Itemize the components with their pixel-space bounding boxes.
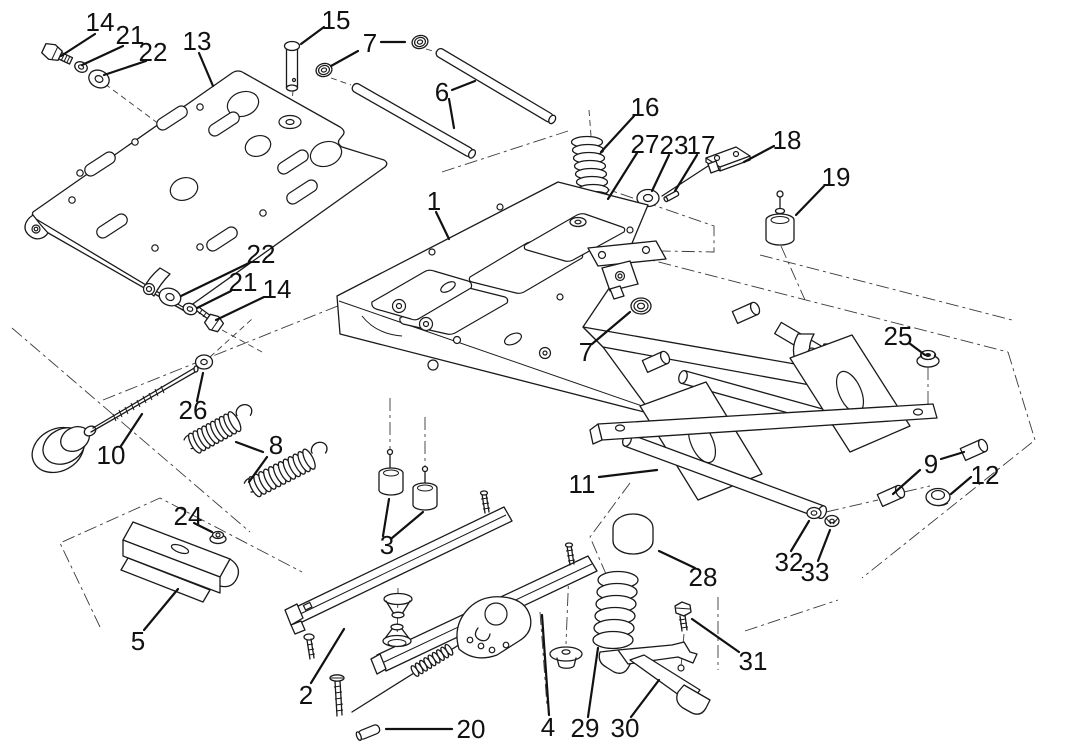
callout-31: 31 xyxy=(739,646,768,676)
callout-30: 30 xyxy=(611,713,640,743)
callout-14-b: 14 xyxy=(263,274,292,304)
callout-23: 23 xyxy=(660,130,689,160)
part-5-slide xyxy=(120,521,240,603)
callout-10: 10 xyxy=(97,440,126,470)
part-32-washer xyxy=(806,506,822,520)
part-20-pin xyxy=(355,724,381,742)
part-2-rail xyxy=(284,506,513,660)
callout-7-a: 7 xyxy=(363,28,377,58)
callout-18: 18 xyxy=(773,125,802,155)
part-24-nut xyxy=(209,530,227,545)
part-6-rods xyxy=(351,47,557,159)
part-33-nut xyxy=(824,514,840,528)
callout-labels: 14 21 22 13 15 7 6 16 27 23 17 18 19 1 2… xyxy=(86,5,1000,744)
bolt-group-top xyxy=(41,43,110,89)
callout-33: 33 xyxy=(801,557,830,587)
leader-lines xyxy=(59,25,973,731)
part-26-washer xyxy=(194,354,214,370)
callout-20: 20 xyxy=(457,714,486,744)
part-19-bumper xyxy=(765,190,795,246)
callout-14-a: 14 xyxy=(86,7,115,37)
callout-17: 17 xyxy=(687,130,716,160)
callout-16: 16 xyxy=(631,92,660,122)
callout-21-b: 21 xyxy=(229,267,258,297)
part-7-nut xyxy=(630,297,652,315)
part-10-knob xyxy=(31,365,199,474)
callout-24: 24 xyxy=(174,501,203,531)
part-11-frame xyxy=(589,321,938,520)
part-31-bolt xyxy=(674,601,692,632)
part-29-spring xyxy=(592,570,639,650)
flat-head-screw xyxy=(329,674,345,717)
part-30-lever xyxy=(598,641,711,715)
part-8-springs xyxy=(183,404,328,498)
callout-28: 28 xyxy=(689,562,718,592)
part-9-bushings xyxy=(641,301,989,508)
callout-15: 15 xyxy=(322,5,351,35)
part-3-bumpers xyxy=(378,448,438,511)
part-15-pin xyxy=(283,40,301,92)
part-12-grommet xyxy=(925,487,951,507)
callout-7-b: 7 xyxy=(579,337,593,367)
part-18-bracket xyxy=(661,146,751,197)
callout-1: 1 xyxy=(427,186,441,216)
callout-4: 4 xyxy=(541,712,555,742)
callout-5: 5 xyxy=(131,626,145,656)
callout-9: 9 xyxy=(924,449,938,479)
callout-12: 12 xyxy=(971,460,1000,490)
part-7-push-nuts xyxy=(315,34,429,78)
part-1-seat-pan xyxy=(336,181,819,415)
callout-8: 8 xyxy=(269,430,283,460)
callout-22-b: 22 xyxy=(247,239,276,269)
callout-27: 27 xyxy=(631,129,660,159)
part-13-seat-plate xyxy=(24,70,388,314)
part-4-lower-rail xyxy=(351,490,598,713)
callout-32: 32 xyxy=(775,547,804,577)
part-17-pin xyxy=(663,190,680,203)
part-25-flange-nut xyxy=(916,349,940,368)
callout-11: 11 xyxy=(569,469,596,499)
callout-21-a: 21 xyxy=(116,20,145,50)
callout-29: 29 xyxy=(571,713,600,743)
callout-25: 25 xyxy=(884,321,913,351)
callout-19: 19 xyxy=(822,162,851,192)
callout-6: 6 xyxy=(435,77,449,107)
callout-3: 3 xyxy=(380,530,394,560)
part-16-spring xyxy=(570,135,611,204)
bolt-group-mid xyxy=(158,287,225,333)
part-28-cap xyxy=(612,513,654,555)
callout-13: 13 xyxy=(183,26,212,56)
callout-22-a: 22 xyxy=(139,37,168,67)
callout-26: 26 xyxy=(179,395,208,425)
callout-2: 2 xyxy=(299,680,313,710)
